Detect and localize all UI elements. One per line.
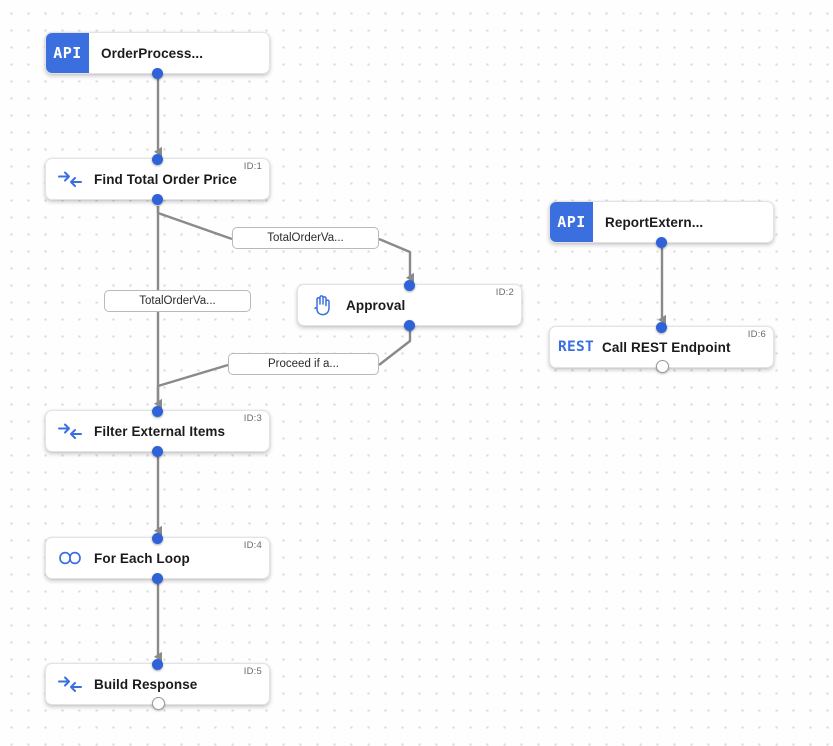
rest-text-icon: REST bbox=[557, 339, 595, 355]
node-title: OrderProcess... bbox=[101, 45, 204, 61]
node-id-label: ID:1 bbox=[243, 161, 262, 172]
transform-arrows-icon bbox=[46, 159, 94, 199]
node-title: Filter External Items bbox=[94, 423, 226, 439]
api-badge-icon: API bbox=[46, 33, 89, 73]
node-title: For Each Loop bbox=[94, 550, 190, 566]
edge-label-total-order-value-approval[interactable]: TotalOrderVa... bbox=[232, 227, 379, 249]
node-id-label: ID:4 bbox=[243, 540, 262, 551]
input-port[interactable] bbox=[656, 321, 667, 333]
node-filter-external-items[interactable]: Filter External Items ID:3 bbox=[45, 405, 270, 457]
node-find-total-order-price[interactable]: Find Total Order Price ID:1 bbox=[45, 153, 270, 205]
edge-approval-to-filter-external-items[interactable] bbox=[156, 331, 412, 404]
node-build-response[interactable]: Build Response ID:5 bbox=[45, 658, 270, 710]
input-port[interactable] bbox=[152, 153, 163, 165]
output-port[interactable] bbox=[152, 445, 163, 457]
output-port[interactable] bbox=[152, 193, 163, 205]
hand-icon bbox=[298, 285, 346, 325]
input-port[interactable] bbox=[152, 532, 163, 544]
output-port-open[interactable] bbox=[152, 696, 165, 710]
node-title: ReportExtern... bbox=[605, 214, 704, 230]
transform-arrows-icon bbox=[46, 664, 94, 704]
transform-arrows-icon bbox=[46, 411, 94, 451]
node-title: Approval bbox=[346, 297, 406, 313]
input-port[interactable] bbox=[152, 405, 163, 417]
input-port[interactable] bbox=[152, 658, 163, 670]
node-report-external[interactable]: API ReportExtern... bbox=[549, 201, 774, 248]
node-title: Call REST Endpoint bbox=[602, 339, 731, 355]
node-id-label: ID:3 bbox=[243, 413, 262, 424]
edge-label-total-order-value-filter[interactable]: TotalOrderVa... bbox=[104, 290, 251, 312]
node-for-each-loop[interactable]: For Each Loop ID:4 bbox=[45, 532, 270, 584]
output-port-open[interactable] bbox=[656, 359, 669, 373]
node-title: Find Total Order Price bbox=[94, 171, 237, 187]
infinity-loop-icon bbox=[46, 538, 94, 578]
node-id-label: ID:6 bbox=[747, 329, 766, 340]
output-port[interactable] bbox=[152, 67, 163, 79]
node-id-label: ID:5 bbox=[243, 666, 262, 677]
output-port[interactable] bbox=[656, 236, 667, 248]
input-port[interactable] bbox=[404, 279, 415, 291]
output-port[interactable] bbox=[152, 572, 163, 584]
node-id-label: ID:2 bbox=[495, 287, 514, 298]
node-approval[interactable]: Approval ID:2 bbox=[297, 279, 522, 331]
edge-label-proceed-if-approved[interactable]: Proceed if a... bbox=[228, 353, 379, 375]
node-order-process[interactable]: API OrderProcess... bbox=[45, 32, 270, 79]
node-title: Build Response bbox=[94, 676, 198, 692]
api-badge-icon: API bbox=[550, 202, 593, 242]
node-call-rest-endpoint[interactable]: REST Call REST Endpoint ID:6 bbox=[549, 321, 774, 373]
output-port[interactable] bbox=[404, 319, 415, 331]
